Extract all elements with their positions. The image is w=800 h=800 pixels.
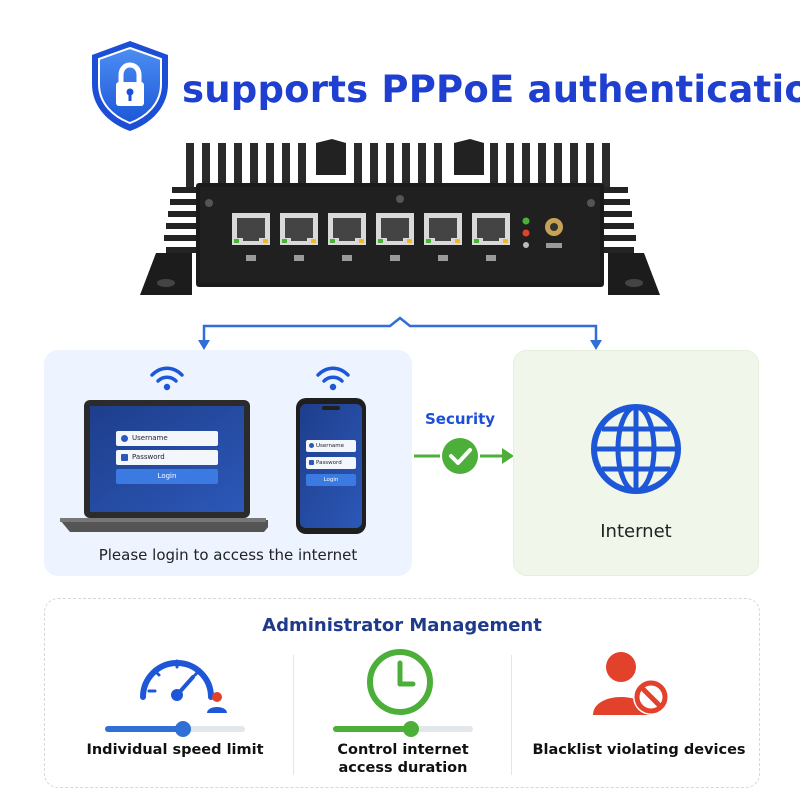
internet-panel: Internet: [513, 350, 759, 576]
feature-access-duration-label: Control internet access duration: [313, 741, 493, 777]
clock-icon: [367, 649, 433, 715]
feature-label-line2: access duration: [338, 760, 468, 776]
username-placeholder: Username: [316, 443, 345, 449]
slider-fill: [105, 726, 184, 732]
phone-username-field[interactable]: Username: [306, 440, 356, 452]
username-placeholder: Username: [132, 434, 168, 442]
speed-limit-slider[interactable]: [105, 721, 245, 737]
login-panel: Username Password Login Username Passwor…: [44, 350, 412, 576]
admin-title: Administrator Management: [262, 615, 542, 636]
laptop-icon: [60, 400, 268, 532]
ethernet-port-icon: [232, 213, 510, 245]
divider: [293, 655, 294, 775]
lock-icon: [121, 454, 128, 461]
wifi-icon: [316, 366, 350, 391]
page-title: supports PPPoE authentication: [182, 68, 800, 111]
security-label: Security: [425, 410, 496, 428]
phone-password-field[interactable]: Password: [306, 457, 356, 469]
feature-label-line1: Control internet: [337, 742, 469, 758]
header: supports PPPoE authentication: [0, 30, 800, 140]
access-duration-slider[interactable]: [333, 721, 473, 737]
laptop-password-field[interactable]: Password: [116, 450, 218, 465]
phone-illustration: Username Password Login: [294, 396, 368, 536]
user-icon: [121, 435, 128, 442]
power-jack-icon: [545, 218, 563, 248]
password-placeholder: Password: [316, 460, 342, 466]
security-arrow: [414, 438, 514, 474]
password-placeholder: Password: [132, 453, 165, 461]
slider-fill: [333, 726, 412, 732]
phone-login-button[interactable]: Login: [306, 474, 356, 486]
laptop-illustration: Username Password Login: [58, 398, 268, 538]
speedometer-user-icon: [140, 659, 227, 713]
shield-lock-icon: [92, 41, 168, 131]
status-led-icon: [522, 217, 530, 248]
firewall-device-image: [140, 139, 660, 295]
slider-knob[interactable]: [175, 721, 192, 737]
lock-icon: [309, 460, 314, 465]
globe-icon: [591, 404, 681, 494]
wifi-icon: [150, 366, 184, 391]
admin-panel: Administrator Management Individual spee…: [44, 598, 760, 788]
check-circle-icon: [442, 438, 478, 474]
connection-bracket: [198, 316, 602, 350]
laptop-login-button[interactable]: Login: [116, 469, 218, 484]
user-blocked-icon: [593, 652, 669, 715]
divider: [511, 655, 512, 775]
feature-blacklist-label: Blacklist violating devices: [532, 742, 746, 758]
login-caption: Please login to access the internet: [98, 546, 358, 564]
laptop-username-field[interactable]: Username: [116, 431, 218, 446]
user-icon: [309, 443, 314, 448]
feature-speed-limit-label: Individual speed limit: [86, 742, 264, 758]
internet-label: Internet: [600, 521, 672, 542]
slider-knob[interactable]: [403, 721, 420, 737]
